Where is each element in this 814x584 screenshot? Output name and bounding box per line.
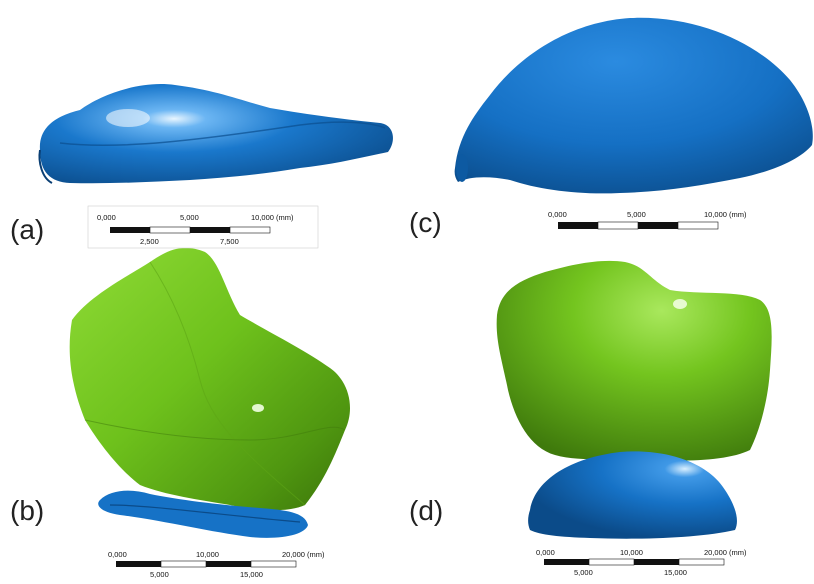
scalebar-a-bar (110, 226, 271, 234)
scalebar-a-sub2: 7,500 (220, 237, 239, 246)
scalebar-d-mid: 10,000 (620, 548, 643, 557)
scalebar-a-right: 10,000 (mm) (251, 213, 294, 222)
scalebar-c-right: 10,000 (mm) (704, 210, 747, 219)
scalebar-d: 0,000 10,000 20,000 (mm) 5,000 15,000 (532, 546, 772, 579)
panel-c-shape (454, 17, 813, 194)
scalebar-d-sub1: 5,000 (574, 568, 593, 577)
panel-d-shape (496, 260, 772, 539)
panel-label-d: (d) (409, 495, 444, 526)
scalebar-b-right: 20,000 (mm) (282, 550, 325, 559)
panel-a-shape (38, 84, 393, 184)
scalebar-d-sub2: 15,000 (664, 568, 687, 577)
scalebar-c-left: 0,000 (548, 210, 567, 219)
scalebar-b-sub1: 5,000 (150, 570, 169, 579)
scalebar-b-sub2: 15,000 (240, 570, 263, 579)
scalebar-d-left: 0,000 (536, 548, 555, 557)
panel-b-shape (69, 247, 350, 538)
scalebar-a-sub1: 2,500 (140, 237, 159, 246)
scalebar-d-right: 20,000 (mm) (704, 548, 747, 557)
scalebar-b-mid: 10,000 (196, 550, 219, 559)
scalebar-a-left: 0,000 (97, 213, 116, 222)
scalebar-c: 0,000 5,000 10,000 (mm) (544, 205, 747, 235)
scalebar-c-mid: 5,000 (627, 210, 646, 219)
scalebar-b-bar (116, 560, 297, 568)
scalebar-b: 0,000 10,000 20,000 (mm) 5,000 15,000 (104, 548, 344, 579)
panel-label-a: (a) (10, 214, 45, 245)
scalebar-c-bar (558, 221, 719, 230)
panel-label-c: (c) (409, 207, 442, 238)
scalebar-a: 0,000 5,000 10,000 (mm) 2,500 7,500 (87, 205, 328, 256)
panel-label-b: (b) (10, 495, 45, 526)
scalebar-a-mid: 5,000 (180, 213, 199, 222)
scalebar-b-left: 0,000 (108, 550, 127, 559)
scalebar-d-bar (544, 558, 725, 566)
